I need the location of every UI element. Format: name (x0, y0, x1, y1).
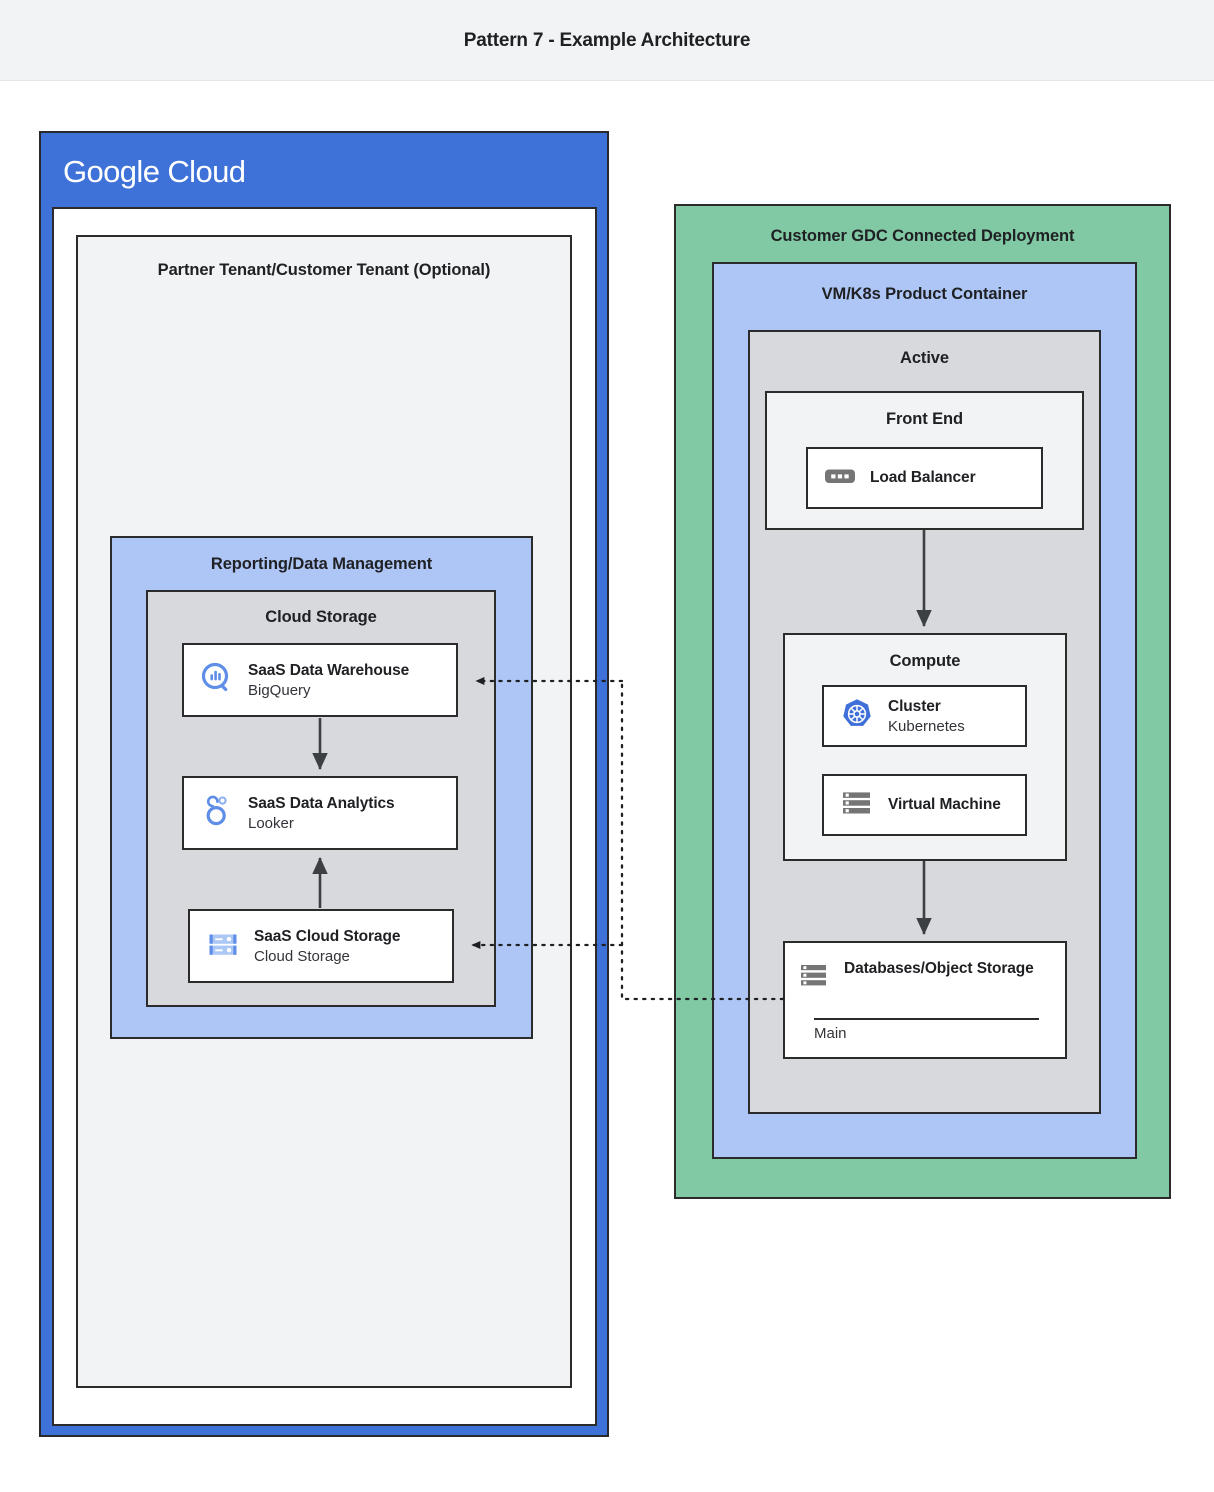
card-saas-data-analytics-text: SaaS Data Analytics Looker (248, 795, 456, 832)
reporting-data-management-title: Reporting/Data Management (210, 555, 433, 573)
bigquery-icon (200, 661, 234, 700)
card-saas-data-analytics-subtitle: Looker (248, 814, 294, 832)
card-saas-cloud-storage-subtitle: Cloud Storage (254, 947, 350, 965)
card-virtual-machine-text: Virtual Machine (888, 795, 1025, 814)
databases-object-storage-subtitle: Main (814, 1025, 847, 1042)
card-load-balancer-text: Load Balancer (870, 469, 1041, 487)
databases-object-storage-header: Databases/Object Storage (785, 959, 1065, 998)
card-virtual-machine-title: Virtual Machine (888, 796, 1001, 814)
databases-object-storage-title: Databases/Object Storage (844, 960, 1034, 977)
cloud-storage-icon (206, 927, 240, 966)
header-bar (0, 0, 1214, 81)
card-load-balancer[interactable]: Load Balancer (806, 447, 1043, 509)
card-saas-data-analytics-title: SaaS Data Analytics (248, 794, 395, 812)
looker-icon (200, 794, 234, 833)
card-saas-data-analytics[interactable]: SaaS Data Analytics Looker (182, 776, 458, 850)
card-virtual-machine[interactable]: Virtual Machine (822, 774, 1027, 836)
databases-object-storage-divider (814, 1018, 1039, 1020)
card-cluster[interactable]: Cluster Kubernetes (822, 685, 1027, 747)
card-saas-cloud-storage-text: SaaS Cloud Storage Cloud Storage (254, 928, 452, 965)
card-saas-cloud-storage[interactable]: SaaS Cloud Storage Cloud Storage (188, 909, 454, 983)
partner-tenant-title: Partner Tenant/Customer Tenant (Optional… (157, 261, 491, 279)
google-cloud-logo-google: Google (63, 154, 160, 189)
load-balancer-icon (824, 465, 856, 492)
front-end-title: Front End (886, 410, 963, 428)
card-databases-object-storage[interactable]: Databases/Object Storage Main (783, 941, 1067, 1059)
card-saas-data-warehouse-text: SaaS Data Warehouse BigQuery (248, 662, 456, 699)
cloud-storage-group-title: Cloud Storage (265, 608, 377, 626)
database-storage-icon (799, 961, 831, 998)
card-saas-data-warehouse[interactable]: SaaS Data Warehouse BigQuery (182, 643, 458, 717)
card-saas-data-warehouse-title: SaaS Data Warehouse (248, 661, 410, 679)
card-saas-cloud-storage-title: SaaS Cloud Storage (254, 927, 401, 945)
card-cluster-text: Cluster Kubernetes (888, 698, 1025, 735)
card-cluster-subtitle: Kubernetes (888, 717, 965, 735)
compute-title: Compute (889, 652, 961, 670)
virtual-machine-icon (840, 786, 874, 825)
vm-k8s-product-container-title: VM/K8s Product Container (821, 285, 1028, 303)
google-cloud-logo-cloud: Cloud (167, 154, 246, 189)
card-load-balancer-title: Load Balancer (870, 469, 976, 486)
card-cluster-title: Cluster (888, 697, 941, 715)
page-title: Pattern 7 - Example Architecture (463, 30, 751, 51)
customer-gdc-deployment-title: Customer GDC Connected Deployment (770, 227, 1075, 245)
card-saas-data-warehouse-subtitle: BigQuery (248, 681, 311, 699)
kubernetes-icon (840, 697, 874, 736)
google-cloud-logo: Google Cloud (63, 154, 246, 190)
active-title: Active (900, 349, 949, 367)
